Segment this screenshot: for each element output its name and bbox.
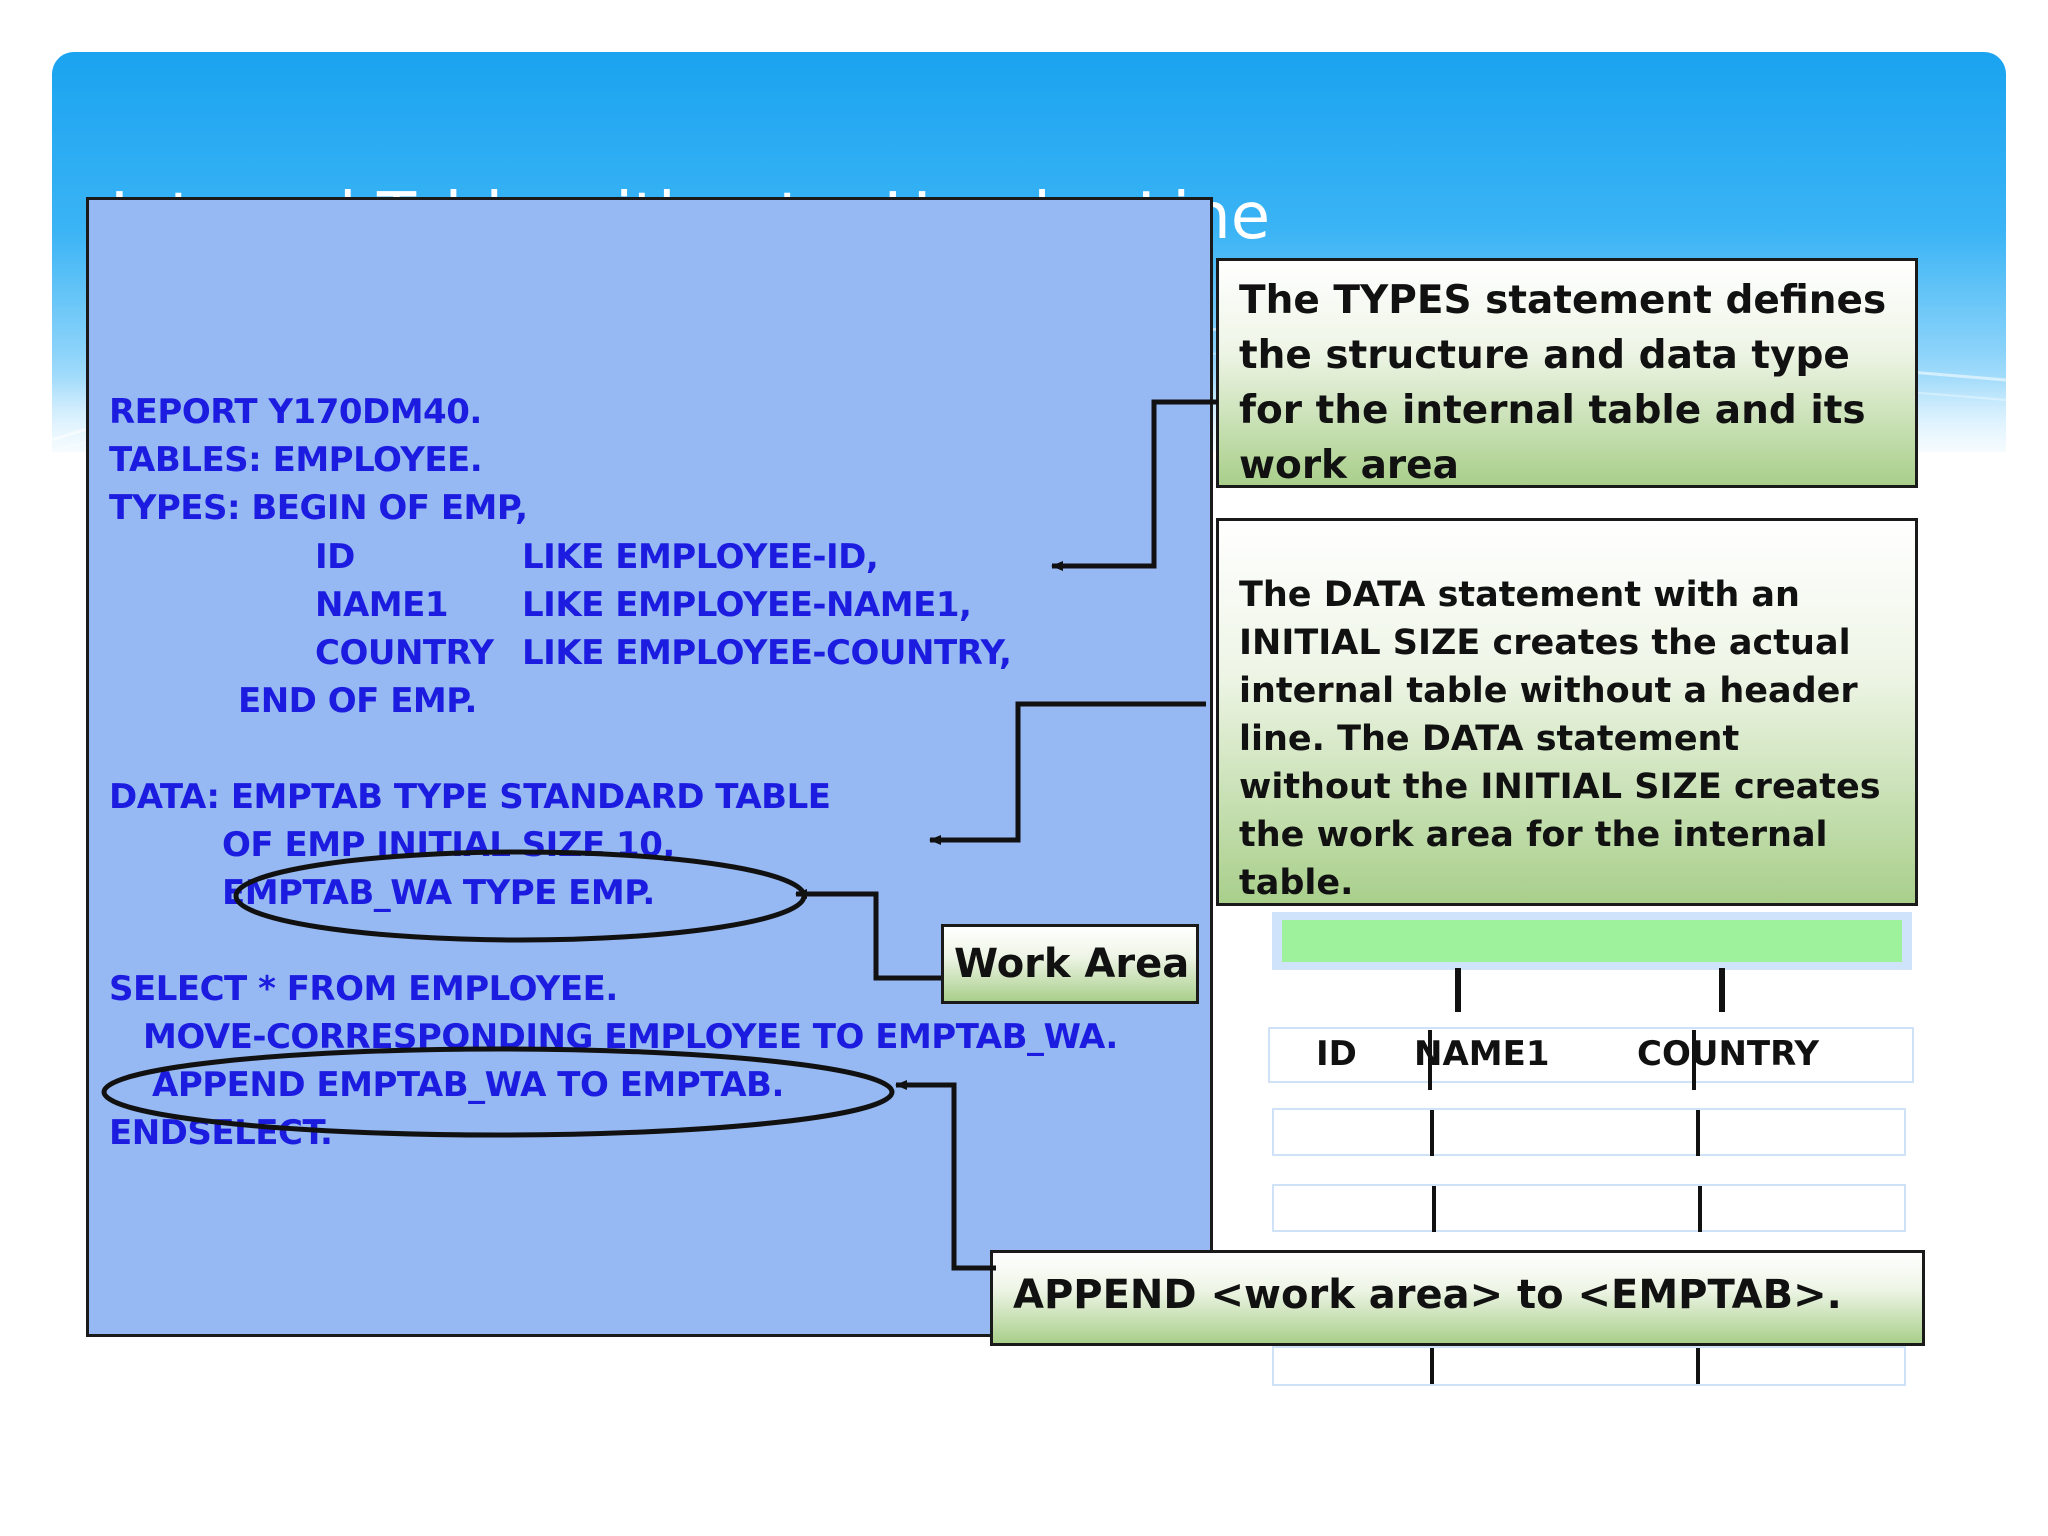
header-line-fill (1282, 920, 1902, 962)
code-line-field-country: COUNTRY (315, 633, 494, 673)
work-area-callout: Work Area (941, 924, 1199, 1004)
table-row (1272, 1108, 1906, 1156)
code-line-emptab-wa: EMPTAB_WA TYPE EMP. (222, 873, 655, 913)
code-line-initial-size: OF EMP INITIAL SIZE 10, (222, 825, 675, 865)
header-line-bar (1272, 912, 1912, 970)
code-line-like-country: LIKE EMPLOYEE-COUNTRY, (522, 633, 1012, 673)
code-line-endselect: ENDSELECT. (109, 1113, 333, 1153)
table-row (1272, 1184, 1906, 1232)
code-line-like-id: LIKE EMPLOYEE-ID, (522, 537, 879, 577)
code-line-field-name1: NAME1 (315, 585, 449, 625)
code-line-move-corresponding: MOVE-CORRESPONDING EMPLOYEE TO EMPTAB_WA… (143, 1017, 1118, 1057)
types-callout: The TYPES statement defines the structur… (1216, 258, 1918, 488)
code-panel: REPORT Y170DM40. TABLES: EMPLOYEE. TYPES… (86, 197, 1213, 1337)
append-callout: APPEND <work area> to <EMPTAB>. (990, 1250, 1925, 1346)
code-line-data: DATA: EMPTAB TYPE STANDARD TABLE (109, 777, 831, 817)
column-header-name1: NAME1 (1414, 1034, 1550, 1074)
code-line-select: SELECT * FROM EMPLOYEE. (109, 969, 618, 1009)
table-row (1272, 1346, 1906, 1386)
code-line-field-id: ID (315, 537, 355, 577)
code-line-end-of-emp: END OF EMP. (238, 681, 477, 721)
code-line-report: REPORT Y170DM40. (109, 392, 482, 432)
code-line-tables: TABLES: EMPLOYEE. (109, 440, 483, 480)
table-column-header-row (1268, 1027, 1914, 1083)
column-header-id: ID (1316, 1034, 1357, 1074)
data-callout: The DATA statement with an INITIAL SIZE … (1216, 518, 1918, 906)
code-line-types-begin: TYPES: BEGIN OF EMP, (109, 488, 528, 528)
code-line-like-name1: LIKE EMPLOYEE-NAME1, (522, 585, 972, 625)
column-header-country: COUNTRY (1637, 1034, 1820, 1074)
code-line-append: APPEND EMPTAB_WA TO EMPTAB. (152, 1065, 784, 1105)
